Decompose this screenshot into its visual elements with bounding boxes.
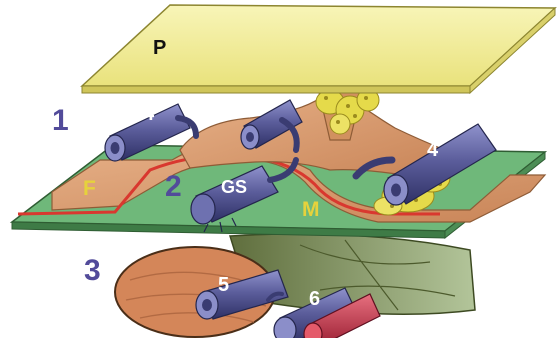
label-p: P xyxy=(153,38,166,58)
tissue-mass xyxy=(180,88,445,176)
bundle-region-three xyxy=(115,234,475,338)
label-gs: GS xyxy=(221,178,247,196)
label-m: M xyxy=(302,199,320,220)
label-five: 5 xyxy=(218,275,229,295)
label-four-left: 4 xyxy=(143,104,154,124)
label-three: 3 xyxy=(84,256,101,286)
label-four-right: 4 xyxy=(427,140,438,160)
label-two: 2 xyxy=(165,172,182,202)
label-f: F xyxy=(83,178,96,199)
label-six: 6 xyxy=(309,289,320,309)
label-one: 1 xyxy=(52,106,69,136)
